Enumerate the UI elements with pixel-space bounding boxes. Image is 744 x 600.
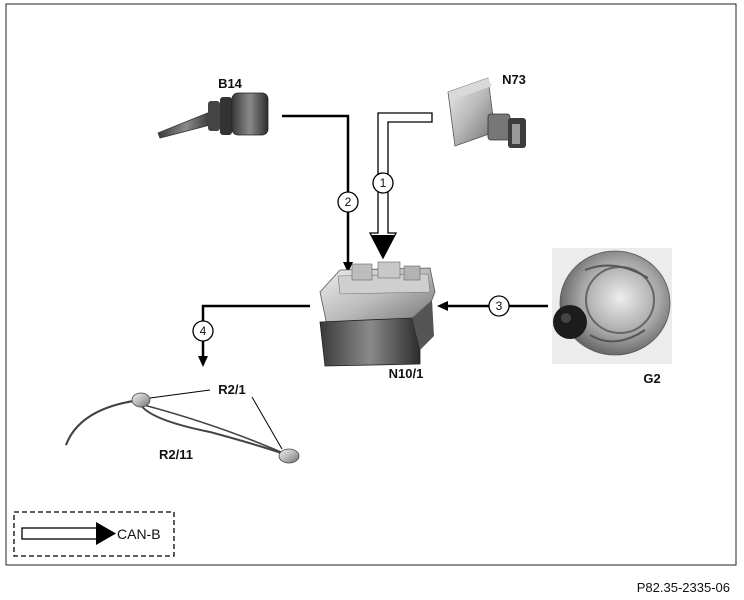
signal-2-number: 2 bbox=[345, 195, 352, 209]
legend-can-b-label: CAN-B bbox=[117, 526, 161, 542]
line-b14-to-n10-1 bbox=[282, 114, 350, 262]
signal-4-circle bbox=[192, 320, 214, 342]
signal-4-number: 4 bbox=[200, 324, 207, 338]
figure-reference: P82.35-2335-06 bbox=[636, 580, 730, 595]
can-b-hollow-arrow-icon bbox=[21, 527, 99, 540]
signal-1-number: 1 bbox=[380, 176, 387, 190]
n73-ignition-switch-image bbox=[447, 77, 526, 148]
n10-1-control-unit-image bbox=[319, 261, 436, 367]
b14-label: B14 bbox=[218, 76, 243, 91]
r2-1-element-left bbox=[131, 392, 151, 408]
leader-r2-1-right bbox=[251, 396, 283, 450]
n73-label: N73 bbox=[502, 72, 526, 87]
signal-1-circle bbox=[372, 172, 394, 194]
r2-11-heating-cable-image bbox=[65, 392, 300, 464]
leader-r2-1-left bbox=[149, 389, 211, 399]
can-b-arrow-head-icon bbox=[96, 522, 116, 545]
g2-label: G2 bbox=[643, 371, 660, 386]
signal-2-circle bbox=[337, 191, 359, 213]
legend-box: CAN-B bbox=[13, 511, 175, 557]
n10-1-label: N10/1 bbox=[389, 366, 424, 381]
r2-1-label: R2/1 bbox=[218, 382, 245, 397]
signal-3-number: 3 bbox=[496, 299, 503, 313]
g2-alternator-image bbox=[552, 248, 672, 364]
r2-11-label: R2/11 bbox=[159, 447, 193, 462]
signal-3-circle bbox=[488, 295, 510, 317]
b14-sensor-image bbox=[157, 92, 269, 139]
r2-1-element-right bbox=[278, 448, 300, 464]
